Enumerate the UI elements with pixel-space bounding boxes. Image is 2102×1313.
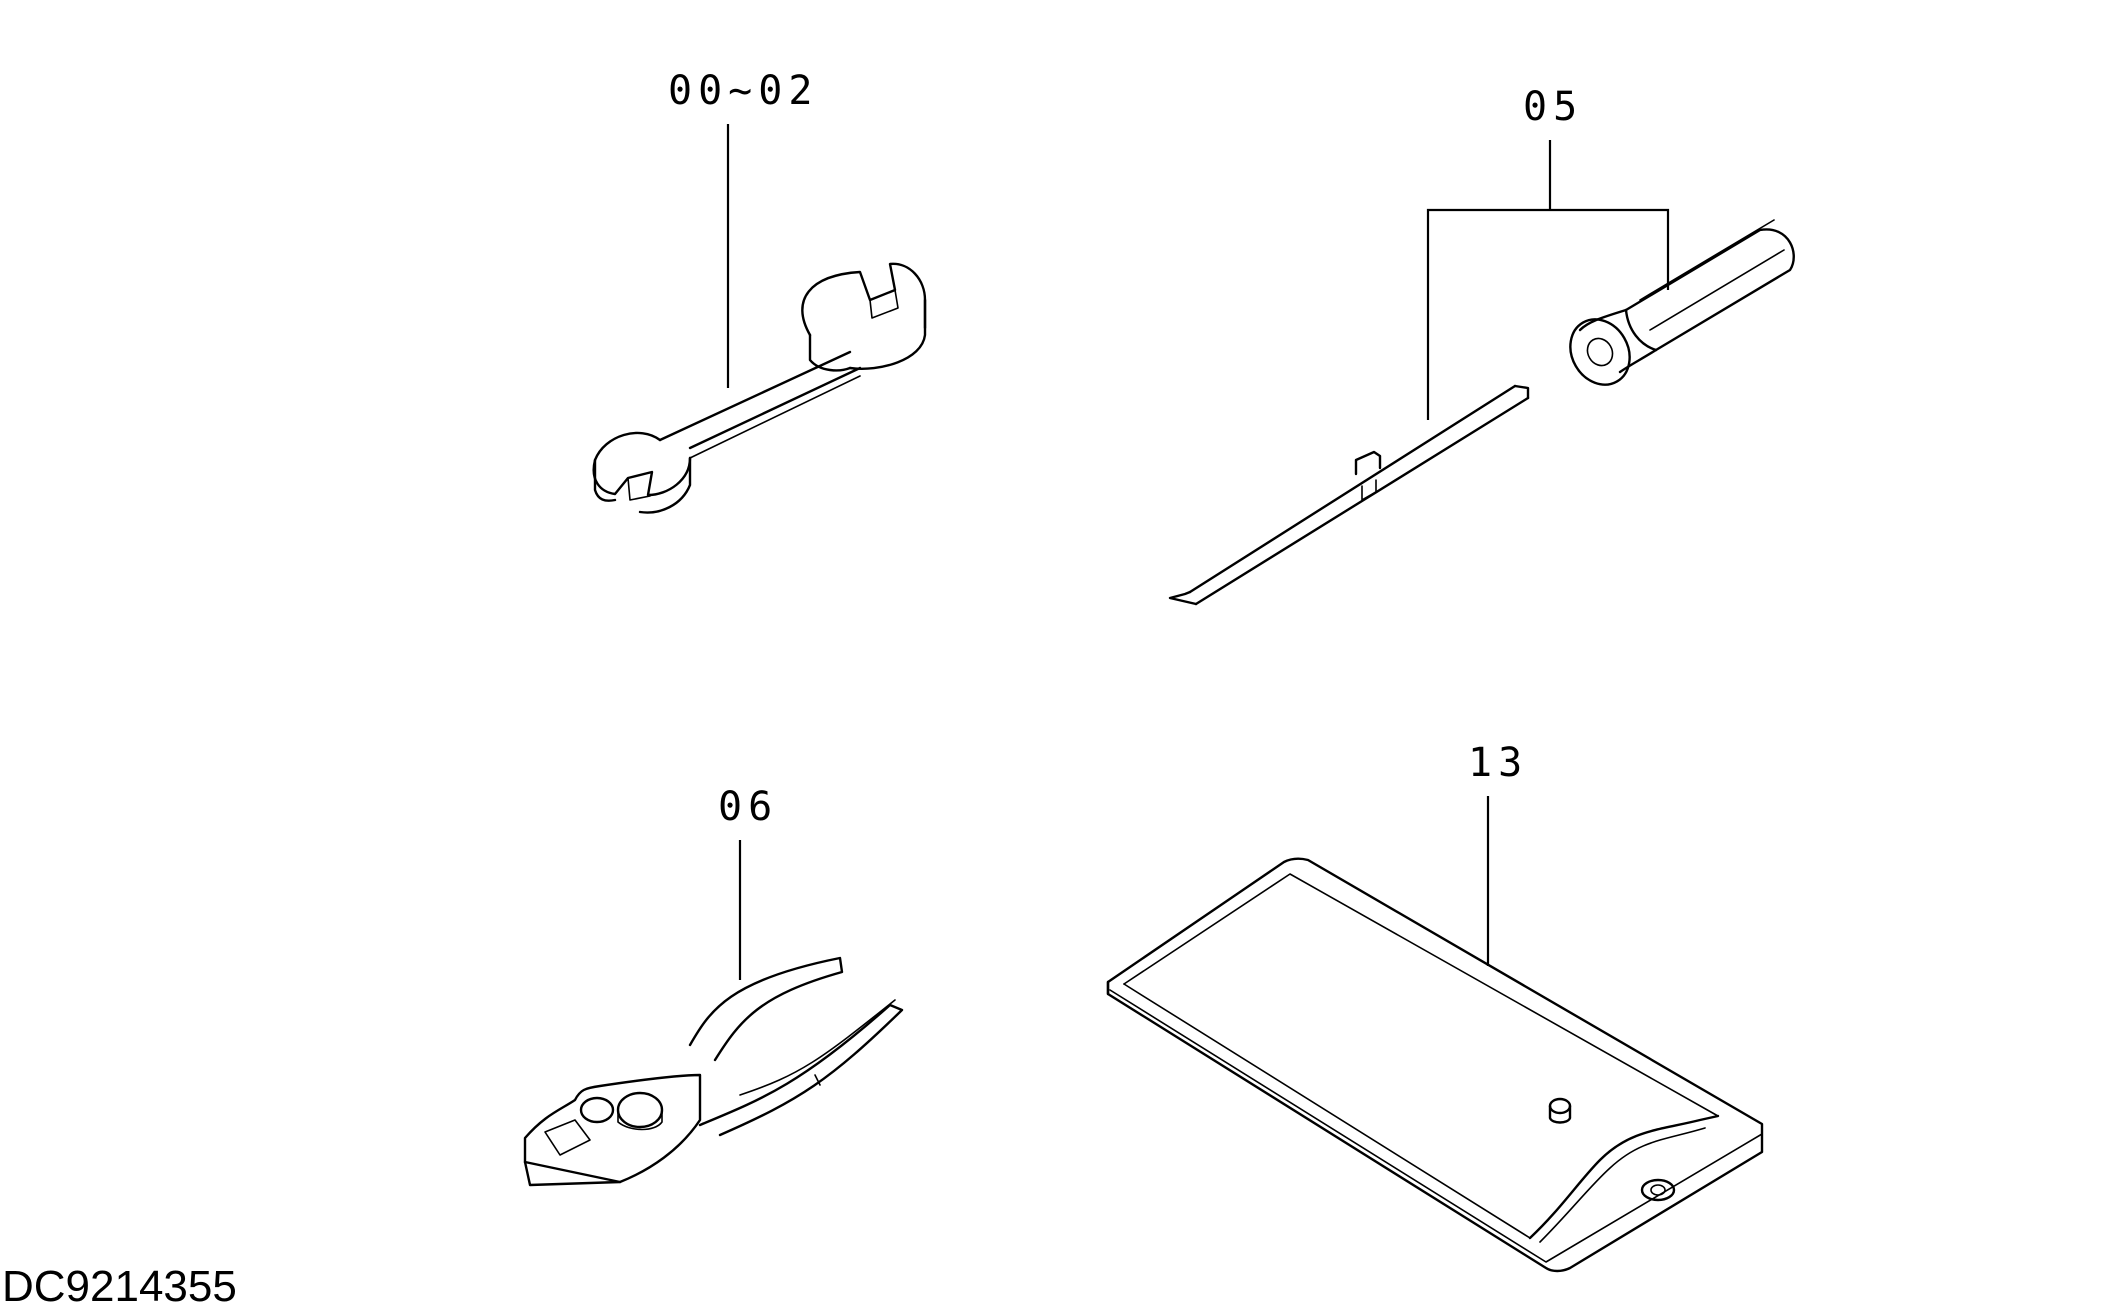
- screwdriver-part: 05: [1168, 84, 1795, 606]
- drawing-id-label: DC9214355: [2, 1262, 237, 1311]
- callout-wrench: 00~02: [668, 68, 818, 114]
- tool-bag-part: 13: [1106, 740, 1764, 1273]
- leader-bracket: [1426, 208, 1670, 420]
- callout-screwdriver: 05: [1523, 84, 1583, 130]
- wrench-part: 00~02: [592, 68, 927, 514]
- callout-tool-bag: 13: [1468, 740, 1528, 786]
- callout-pliers: 06: [718, 784, 778, 830]
- pliers-part: 06: [523, 784, 904, 1187]
